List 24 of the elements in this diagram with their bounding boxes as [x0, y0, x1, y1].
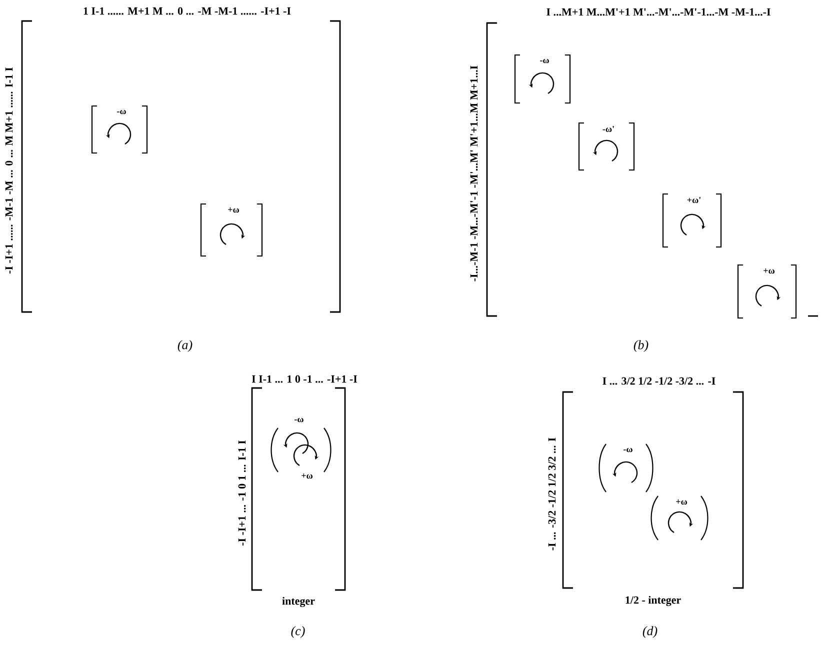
column-index-label: I I-1 ... 1 0 -1 ... -I+1 -I — [252, 375, 358, 383]
matrix-caption: integer — [282, 597, 315, 608]
frequency-label: +ω' — [687, 197, 700, 203]
panel-caption: (d) — [642, 626, 658, 638]
frequency-label: +ω — [302, 473, 312, 479]
row-index-label: -I ... -3/2 -1/2 1/2 3/2 ... I — [548, 438, 556, 550]
row-index-label: -I...-M-1 -M...-M'-1 -M'...M' M'+1...M M+1...I — [470, 66, 478, 282]
frequency-label: +ω — [228, 207, 239, 213]
matrix-caption: 1/2 - integer — [626, 596, 681, 606]
row-index-label: -I -I+1 ...... -M-1 -M ... 0 ... M M+1 ...... I-1 I — [5, 67, 13, 274]
panel-caption: (c) — [291, 626, 305, 638]
frequency-label: -ω — [294, 418, 304, 422]
column-index-label: I ... 3/2 1/2 -1/2 -3/2 ... -I — [602, 377, 716, 385]
column-index-label: I ...M+1 M...M'+1 M'...-M'...-M'-1...-M -M-1...-I — [546, 8, 770, 16]
frequency-label: -ω — [624, 448, 632, 452]
row-index-label: -I -I+1 ... -1 0 1 ... I-1 I — [238, 440, 246, 546]
panel-caption: (b) — [634, 340, 648, 352]
column-index-label: 1 I-1 ...... M+1 M ... 0 ... -M -M-1 ...... -I+1 -I — [84, 7, 291, 15]
panel-caption: (a) — [178, 340, 192, 352]
frequency-label: +ω — [676, 499, 687, 505]
frequency-label: +ω — [764, 268, 774, 274]
frequency-label: -ω — [117, 110, 126, 114]
frequency-label: -ω — [540, 58, 549, 64]
frequency-label: -ω' — [602, 126, 614, 132]
